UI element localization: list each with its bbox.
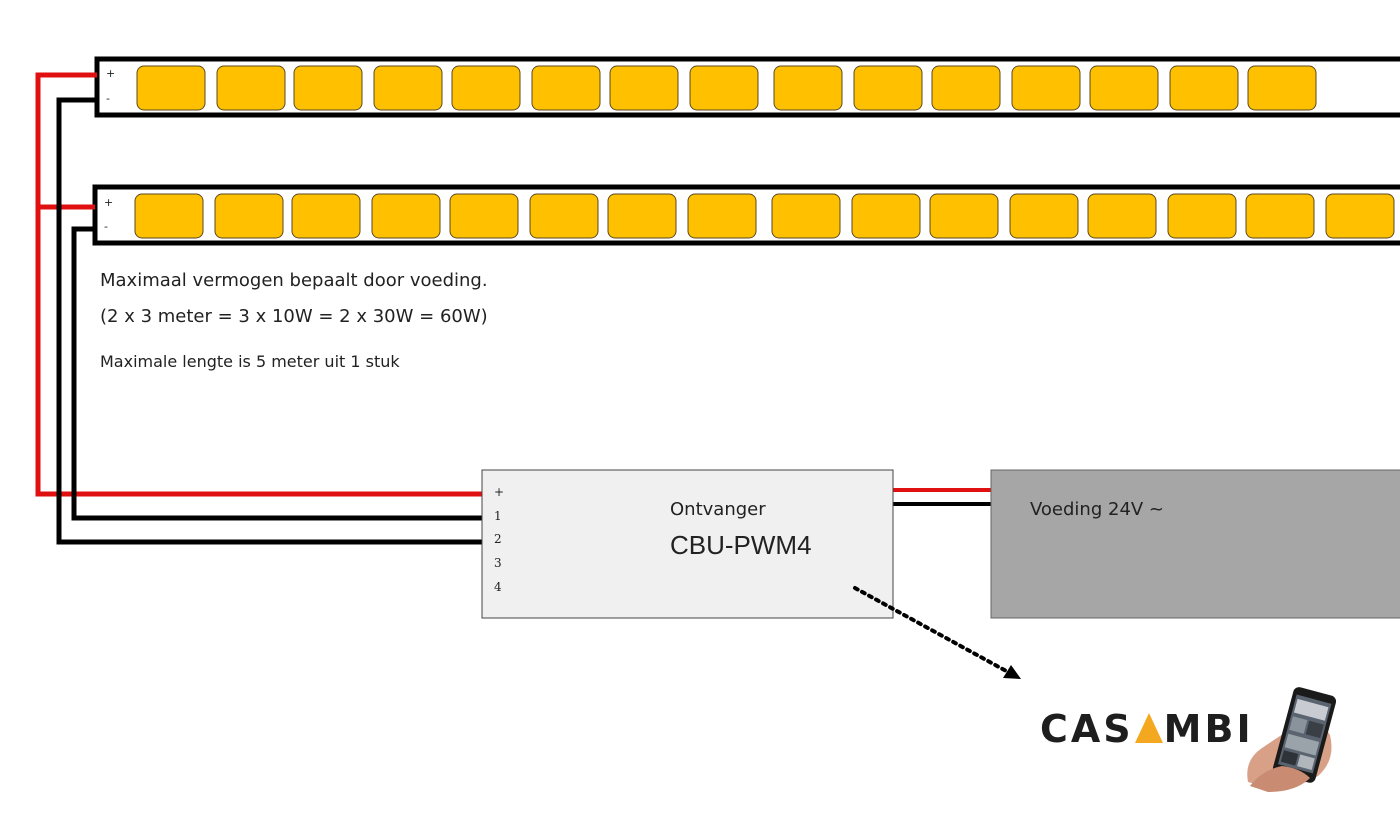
receiver-terminal-plus: + bbox=[494, 485, 505, 499]
led-chip bbox=[373, 65, 443, 111]
led-chip bbox=[853, 65, 923, 111]
wire-negative-strip-1 bbox=[56, 97, 484, 545]
led-chip bbox=[929, 193, 999, 239]
led-chip bbox=[609, 65, 679, 111]
led-chip bbox=[1325, 193, 1395, 239]
strip-2-minus-label: - bbox=[104, 220, 108, 233]
strip-1-plus-label: + bbox=[106, 67, 116, 80]
led-chip bbox=[291, 193, 361, 239]
dotted-arrow-icon bbox=[853, 586, 1021, 679]
receiver-terminal-2: 2 bbox=[494, 532, 502, 546]
wire-positive bbox=[35, 72, 484, 497]
led-chip bbox=[851, 193, 921, 239]
power-note: Maximaal vermogen bepaalt door voeding. bbox=[100, 270, 488, 291]
led-chip bbox=[216, 65, 286, 111]
led-strip-1 bbox=[94, 56, 1400, 118]
length-note: Maximale lengte is 5 meter uit 1 stuk bbox=[100, 352, 400, 371]
led-chip bbox=[607, 193, 677, 239]
led-chip bbox=[1245, 193, 1315, 239]
led-chip bbox=[687, 193, 757, 239]
led-strip-2 bbox=[92, 184, 1400, 246]
strip-1-minus-label: - bbox=[106, 92, 110, 105]
logo-a-mark bbox=[1134, 713, 1163, 743]
strip-2-plus-label: + bbox=[104, 196, 114, 209]
led-chip bbox=[136, 65, 206, 111]
receiver-terminal-4: 4 bbox=[494, 580, 502, 594]
receiver-terminal-3: 3 bbox=[494, 556, 502, 570]
power-calculation: (2 x 3 meter = 3 x 10W = 2 x 30W = 60W) bbox=[100, 306, 488, 327]
power-supply-box bbox=[990, 469, 1400, 619]
led-chip bbox=[1247, 65, 1317, 111]
power-supply-label: Voeding 24V ~ bbox=[1030, 499, 1165, 520]
strip-1-leds bbox=[136, 65, 1317, 111]
led-chip bbox=[214, 193, 284, 239]
wire-negative-strip-2 bbox=[71, 226, 484, 521]
led-chip bbox=[1169, 65, 1239, 111]
led-chip bbox=[293, 65, 363, 111]
led-chip bbox=[689, 65, 759, 111]
led-chip bbox=[1009, 193, 1079, 239]
led-chip bbox=[451, 65, 521, 111]
casambi-logo: CAS MBI bbox=[1040, 707, 1254, 751]
led-chip bbox=[771, 193, 841, 239]
led-chip bbox=[1089, 65, 1159, 111]
led-chip bbox=[931, 65, 1001, 111]
led-chip bbox=[134, 193, 204, 239]
led-chip bbox=[531, 65, 601, 111]
wires bbox=[35, 72, 991, 545]
led-chip bbox=[1087, 193, 1157, 239]
logo-text-end: MBI bbox=[1163, 707, 1254, 751]
led-chip bbox=[773, 65, 843, 111]
receiver-model: CBU-PWM4 bbox=[670, 530, 812, 560]
led-chip bbox=[371, 193, 441, 239]
logo-text-start: CAS bbox=[1040, 707, 1134, 751]
smartphone-in-hand-icon bbox=[1247, 687, 1337, 792]
led-chip bbox=[1011, 65, 1081, 111]
strip-2-leds bbox=[134, 193, 1395, 239]
led-chip bbox=[1167, 193, 1237, 239]
led-chip bbox=[529, 193, 599, 239]
receiver-terminal-1: 1 bbox=[494, 509, 502, 523]
receiver-label: Ontvanger bbox=[670, 499, 766, 520]
led-chip bbox=[449, 193, 519, 239]
receiver-box bbox=[481, 469, 894, 619]
